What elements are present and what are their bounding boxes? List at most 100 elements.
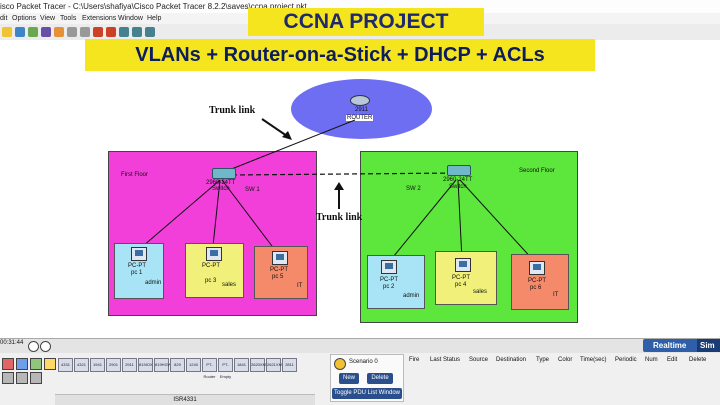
zoom-out-icon[interactable] — [132, 27, 142, 37]
window-title: isco Packet Tracer - C:\Users\shafiya\Ci… — [0, 2, 307, 11]
menu-extensions[interactable]: Extensions — [82, 15, 117, 22]
pc-1-name: pc 1 — [131, 270, 143, 276]
trunk-link-annotation-mid: Trunk link — [316, 212, 363, 223]
pdu-col-num: Num — [645, 357, 658, 363]
switch-2-icon[interactable] — [447, 165, 471, 176]
switch-1-tag: SW 1 — [245, 187, 260, 193]
pc-4-type: PC-PT — [452, 275, 470, 281]
pc-3-vlan: sales — [222, 282, 237, 288]
scenario-select[interactable]: Scenario 0 — [349, 359, 378, 365]
menu-help[interactable]: Help — [147, 15, 162, 22]
new-scenario-button[interactable]: New — [339, 373, 359, 384]
pc-5-icon[interactable] — [272, 251, 288, 265]
pdu-col-type: Type — [536, 357, 550, 363]
zoom-in-icon[interactable] — [119, 27, 129, 37]
pc-4-vlan: sales — [473, 289, 488, 295]
device-router-2811[interactable]: 2811 — [282, 358, 297, 372]
fast-forward-icon[interactable] — [40, 341, 51, 352]
link-sw2-pc6[interactable] — [459, 179, 536, 263]
simulation-time: 00:31:44 — [0, 340, 24, 346]
pc-6-vlan: IT — [553, 292, 559, 298]
multiuser-icon[interactable] — [30, 372, 42, 384]
activity-wizard-icon[interactable] — [54, 27, 64, 37]
link-sw1-pc1[interactable] — [135, 179, 221, 253]
trunk-arrow-mid-head — [334, 182, 344, 190]
delete-scenario-button[interactable]: Delete — [367, 373, 393, 384]
paste-icon[interactable] — [80, 27, 90, 37]
device-router-pt-empty[interactable]: PT-Empty — [218, 358, 233, 379]
project-subtitle-banner: VLANs + Router-on-a-Stick + DHCP + ACLs — [85, 39, 595, 71]
switch-1-model: 2960-24TT — [206, 180, 236, 186]
menu-edit[interactable]: dit — [0, 15, 8, 22]
device-router-2621xm[interactable]: 2621XM — [266, 358, 282, 372]
vlan-sales-box-floor1 — [185, 243, 244, 298]
pdu-scenario-icon — [334, 358, 346, 370]
pc-1-icon[interactable] — [131, 247, 147, 261]
menu-window[interactable]: Window — [118, 15, 143, 22]
pc-3-icon[interactable] — [206, 247, 222, 261]
first-floor-label: First Floor — [121, 172, 148, 178]
pdu-col-delete: Delete — [689, 357, 707, 363]
device-router-2620xm[interactable]: 2620XM — [250, 358, 266, 372]
menu-options[interactable]: Options — [12, 15, 37, 22]
router-icon[interactable] — [350, 95, 370, 106]
project-title-banner: CCNA PROJECT — [248, 8, 484, 36]
print-icon[interactable] — [41, 27, 51, 37]
connections-icon[interactable] — [2, 372, 14, 384]
copy-icon[interactable] — [67, 27, 77, 37]
device-router-819hgw[interactable]: 819HGW — [154, 358, 171, 372]
pdu-col-edit: Edit — [667, 357, 678, 363]
open-file-icon[interactable] — [15, 27, 25, 37]
device-router-4331[interactable]: 4331 — [58, 358, 73, 372]
menu-view[interactable]: View — [40, 15, 56, 22]
zoom-reset-icon[interactable] — [145, 27, 155, 37]
pc-4-name: pc 4 — [455, 282, 467, 288]
pc-4-icon[interactable] — [455, 258, 471, 272]
pc-6-icon[interactable] — [529, 261, 545, 275]
link-sw2-pc2[interactable] — [388, 179, 457, 263]
pc-2-type: PC-PT — [380, 277, 398, 283]
redo-icon[interactable] — [106, 27, 116, 37]
pc-5-type: PC-PT — [270, 267, 288, 273]
router-model: 2911 — [355, 107, 368, 113]
device-router-829[interactable]: 829 — [170, 358, 185, 372]
switch-1-name: Switch — [212, 186, 230, 192]
simulation-mode-button[interactable]: Sim — [697, 339, 720, 352]
pc-1-vlan: admin — [145, 280, 162, 286]
switch-2-name: Switch — [449, 184, 467, 190]
window-title-bar: isco Packet Tracer - C:\Users\shafiya\Ci… — [0, 0, 720, 13]
link-sw1-pc5[interactable] — [221, 179, 279, 255]
device-router-2911[interactable]: 2911 — [122, 358, 137, 372]
realtime-mode-button[interactable]: Realtime — [643, 339, 705, 352]
link-router-sw1[interactable] — [223, 119, 356, 173]
device-router-1941[interactable]: 1941 — [90, 358, 105, 372]
misc-icon[interactable] — [16, 372, 28, 384]
pdu-col-time: Time(sec) — [580, 357, 607, 363]
device-router-1240[interactable]: 1240 — [186, 358, 201, 372]
device-router-2901[interactable]: 2901 — [106, 358, 121, 372]
pc-1-type: PC-PT — [128, 263, 146, 269]
pdu-col-periodic: Periodic — [615, 357, 637, 363]
end-devices-icon[interactable] — [30, 358, 42, 370]
network-devices-icon[interactable] — [16, 358, 28, 370]
switch-1-icon[interactable] — [212, 168, 236, 179]
power-cycle-icon[interactable] — [28, 341, 39, 352]
pc-5-vlan: IT — [297, 283, 303, 289]
lightning-connection-icon[interactable] — [2, 358, 14, 370]
new-file-icon[interactable] — [2, 27, 12, 37]
device-router-819iox[interactable]: 819IOX — [138, 358, 153, 372]
device-router-4321[interactable]: 4321 — [74, 358, 89, 372]
pc-3-type: PC-PT — [202, 263, 220, 269]
menu-tools[interactable]: Tools — [60, 15, 77, 22]
device-router-1841[interactable]: 1841 — [234, 358, 249, 372]
save-icon[interactable] — [28, 27, 38, 37]
link-sw1-pc3[interactable] — [212, 179, 221, 247]
trunk-arrow-top — [261, 118, 288, 137]
device-router-pt[interactable]: PT-Router — [202, 358, 217, 379]
pc-2-icon[interactable] — [381, 260, 397, 274]
link-sw1-sw2-trunk[interactable] — [231, 172, 461, 176]
link-sw2-pc4[interactable] — [457, 179, 463, 261]
undo-icon[interactable] — [93, 27, 103, 37]
components-icon[interactable] — [44, 358, 56, 370]
toggle-pdu-list-button[interactable]: Toggle PDU List Window — [332, 388, 402, 399]
